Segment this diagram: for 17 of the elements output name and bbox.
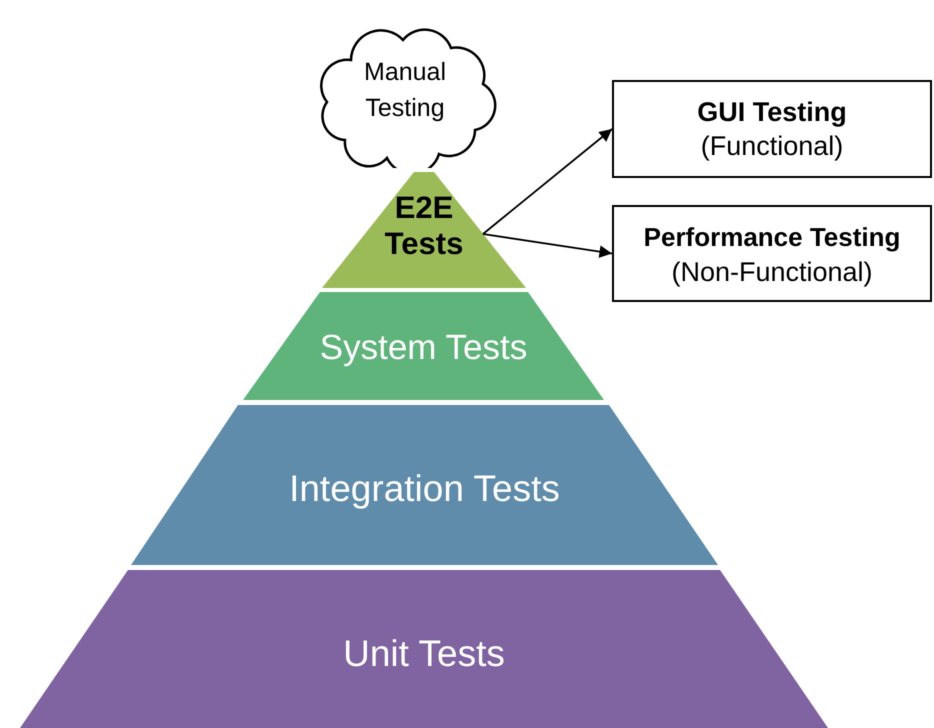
node-sublabel: (Functional) — [700, 130, 844, 163]
arrow — [482, 233, 612, 258]
node-sublabel: (Non-Functional) — [671, 256, 873, 289]
pyramid-tier — [131, 405, 718, 565]
node-label: GUI Testing — [697, 96, 847, 129]
pyramid-tier — [243, 292, 604, 400]
pyramid-tier — [322, 172, 526, 288]
node-label: E2E Tests — [384, 190, 464, 262]
pyramid-tier — [20, 570, 828, 728]
arrow — [482, 128, 613, 235]
label-box — [612, 205, 932, 302]
node-label: Manual Testing — [363, 57, 447, 124]
node-label: Unit Tests — [343, 632, 505, 676]
node-label: Performance Testing — [644, 221, 900, 254]
node-label: Integration Tests — [289, 467, 560, 511]
label-box — [612, 80, 932, 178]
node-label: System Tests — [320, 327, 528, 369]
